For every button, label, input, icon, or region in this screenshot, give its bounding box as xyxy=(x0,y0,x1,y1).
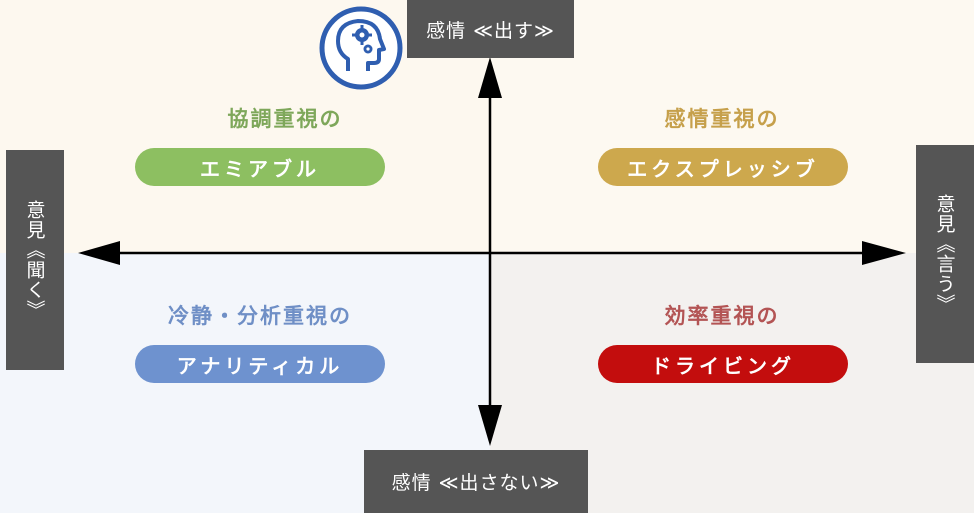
pill-expressive: エクスプレッシブ xyxy=(598,148,848,186)
axis-label-top: 感情 ≪出す≫ xyxy=(407,0,574,58)
pill-amiable: エミアブル xyxy=(135,148,385,186)
heading-bottom-right: 効率重視の xyxy=(664,304,780,328)
head-gears-icon xyxy=(319,6,403,90)
axis-label-top-text: 感情 ≪出す≫ xyxy=(426,19,555,42)
axis-label-bottom: 感情 ≪出さない≫ xyxy=(364,450,588,513)
axis-label-bottom-text: 感情 ≪出さない≫ xyxy=(391,472,561,494)
heading-top-left: 協調重視の xyxy=(227,107,343,131)
right-arrowhead xyxy=(862,241,906,265)
axis-label-right: 意見《言う》 xyxy=(916,145,974,363)
left-arrowhead xyxy=(78,241,120,265)
axis-label-right-text: 意見《言う》 xyxy=(933,194,956,314)
axis-label-left: 意見《聞く》 xyxy=(6,150,64,370)
heading-top-right: 感情重視の xyxy=(664,107,780,131)
top-arrowhead xyxy=(478,57,502,98)
heading-bottom-left: 冷静・分析重視の xyxy=(168,304,352,328)
bottom-arrowhead xyxy=(478,405,502,446)
pill-driving: ドライビング xyxy=(598,345,848,383)
pill-analytical: アナリティカル xyxy=(135,345,385,383)
axis-label-left-text: 意見《聞く》 xyxy=(23,200,46,320)
